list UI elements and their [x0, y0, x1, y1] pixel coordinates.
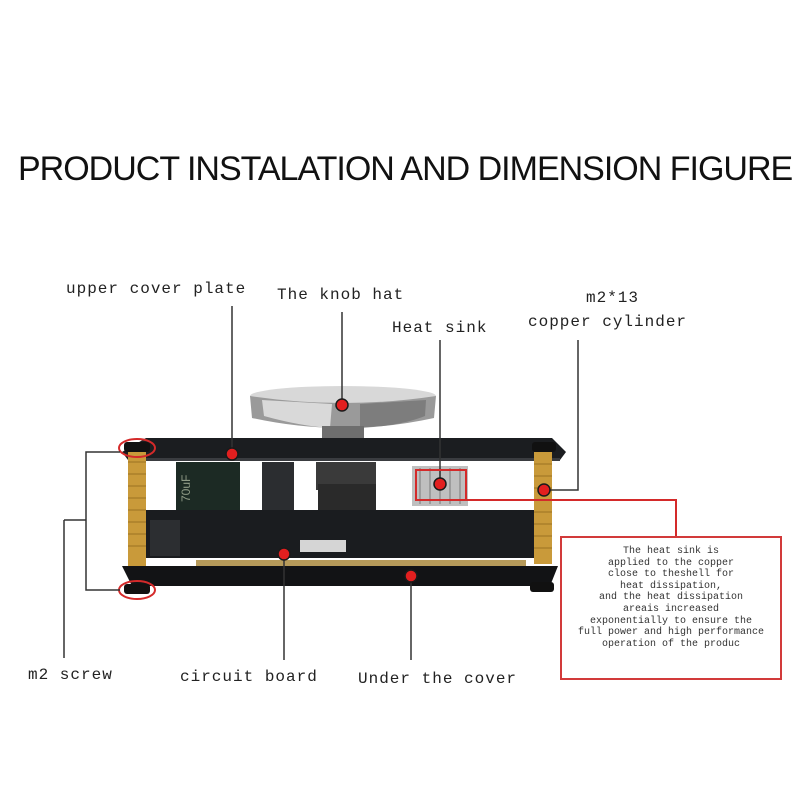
label-under-cover: Under the cover	[358, 670, 518, 688]
label-m2-13: m2*13	[586, 289, 640, 307]
note-line: operation of the produc	[601, 638, 741, 650]
knob	[250, 386, 436, 442]
note-line: areais increased	[622, 603, 719, 615]
leader-lines	[63, 306, 579, 660]
note-line: applied to the copper	[607, 557, 735, 569]
marker-upper-plate	[225, 447, 239, 461]
copper-cylinder-right	[534, 452, 552, 564]
note-line: and the heat dissipation	[598, 592, 744, 604]
note-line: heat dissipation,	[619, 580, 723, 592]
inner-block	[262, 462, 294, 514]
marker-circuit-board	[277, 547, 291, 561]
m2-screw-top-left	[124, 442, 150, 452]
screw-highlight-top	[118, 438, 156, 458]
heat-sink-callout-line	[466, 499, 677, 536]
marker-knob	[335, 398, 349, 412]
upper-plate	[122, 438, 566, 460]
markers	[225, 398, 551, 583]
marker-heat-sink	[433, 477, 447, 491]
knob-highlight	[262, 400, 332, 428]
pcb-edge	[196, 560, 526, 566]
capacitor-label: 70uF	[179, 475, 193, 502]
crystal	[300, 540, 346, 552]
note-line: full power and high performance	[577, 627, 765, 639]
note-line: The heat sink is	[622, 546, 719, 557]
note-line: close to theshell for	[607, 569, 735, 581]
heat-sink-highlight	[415, 469, 467, 501]
marker-under-cover	[404, 569, 418, 583]
label-m2-screw: m2 screw	[28, 666, 113, 684]
m2-screw-bottom-right	[530, 582, 554, 592]
under-plate	[122, 566, 558, 586]
copper-cylinder-left	[128, 450, 146, 566]
label-upper-cover-plate: upper cover plate	[66, 280, 247, 298]
label-knob-hat: The knob hat	[277, 286, 405, 304]
audio-jack	[150, 520, 180, 556]
label-circuit-board: circuit board	[180, 668, 318, 686]
marker-copper-cylinder	[537, 483, 551, 497]
knob-top	[250, 386, 436, 406]
m2-screw-top-right	[532, 442, 556, 452]
note-line: exponentially to ensure the	[589, 615, 753, 627]
heat-sink-note: The heat sink is applied to the copper c…	[560, 536, 782, 680]
upper-plate-edge	[128, 458, 560, 461]
m2-screw-bottom-left	[124, 584, 150, 594]
page-title: PRODUCT INSTALATION AND DIMENSION FIGURE	[18, 150, 793, 188]
label-copper-cylinder: copper cylinder	[528, 313, 688, 331]
label-heat-sink: Heat sink	[392, 319, 488, 337]
knob-shadow	[360, 400, 426, 428]
